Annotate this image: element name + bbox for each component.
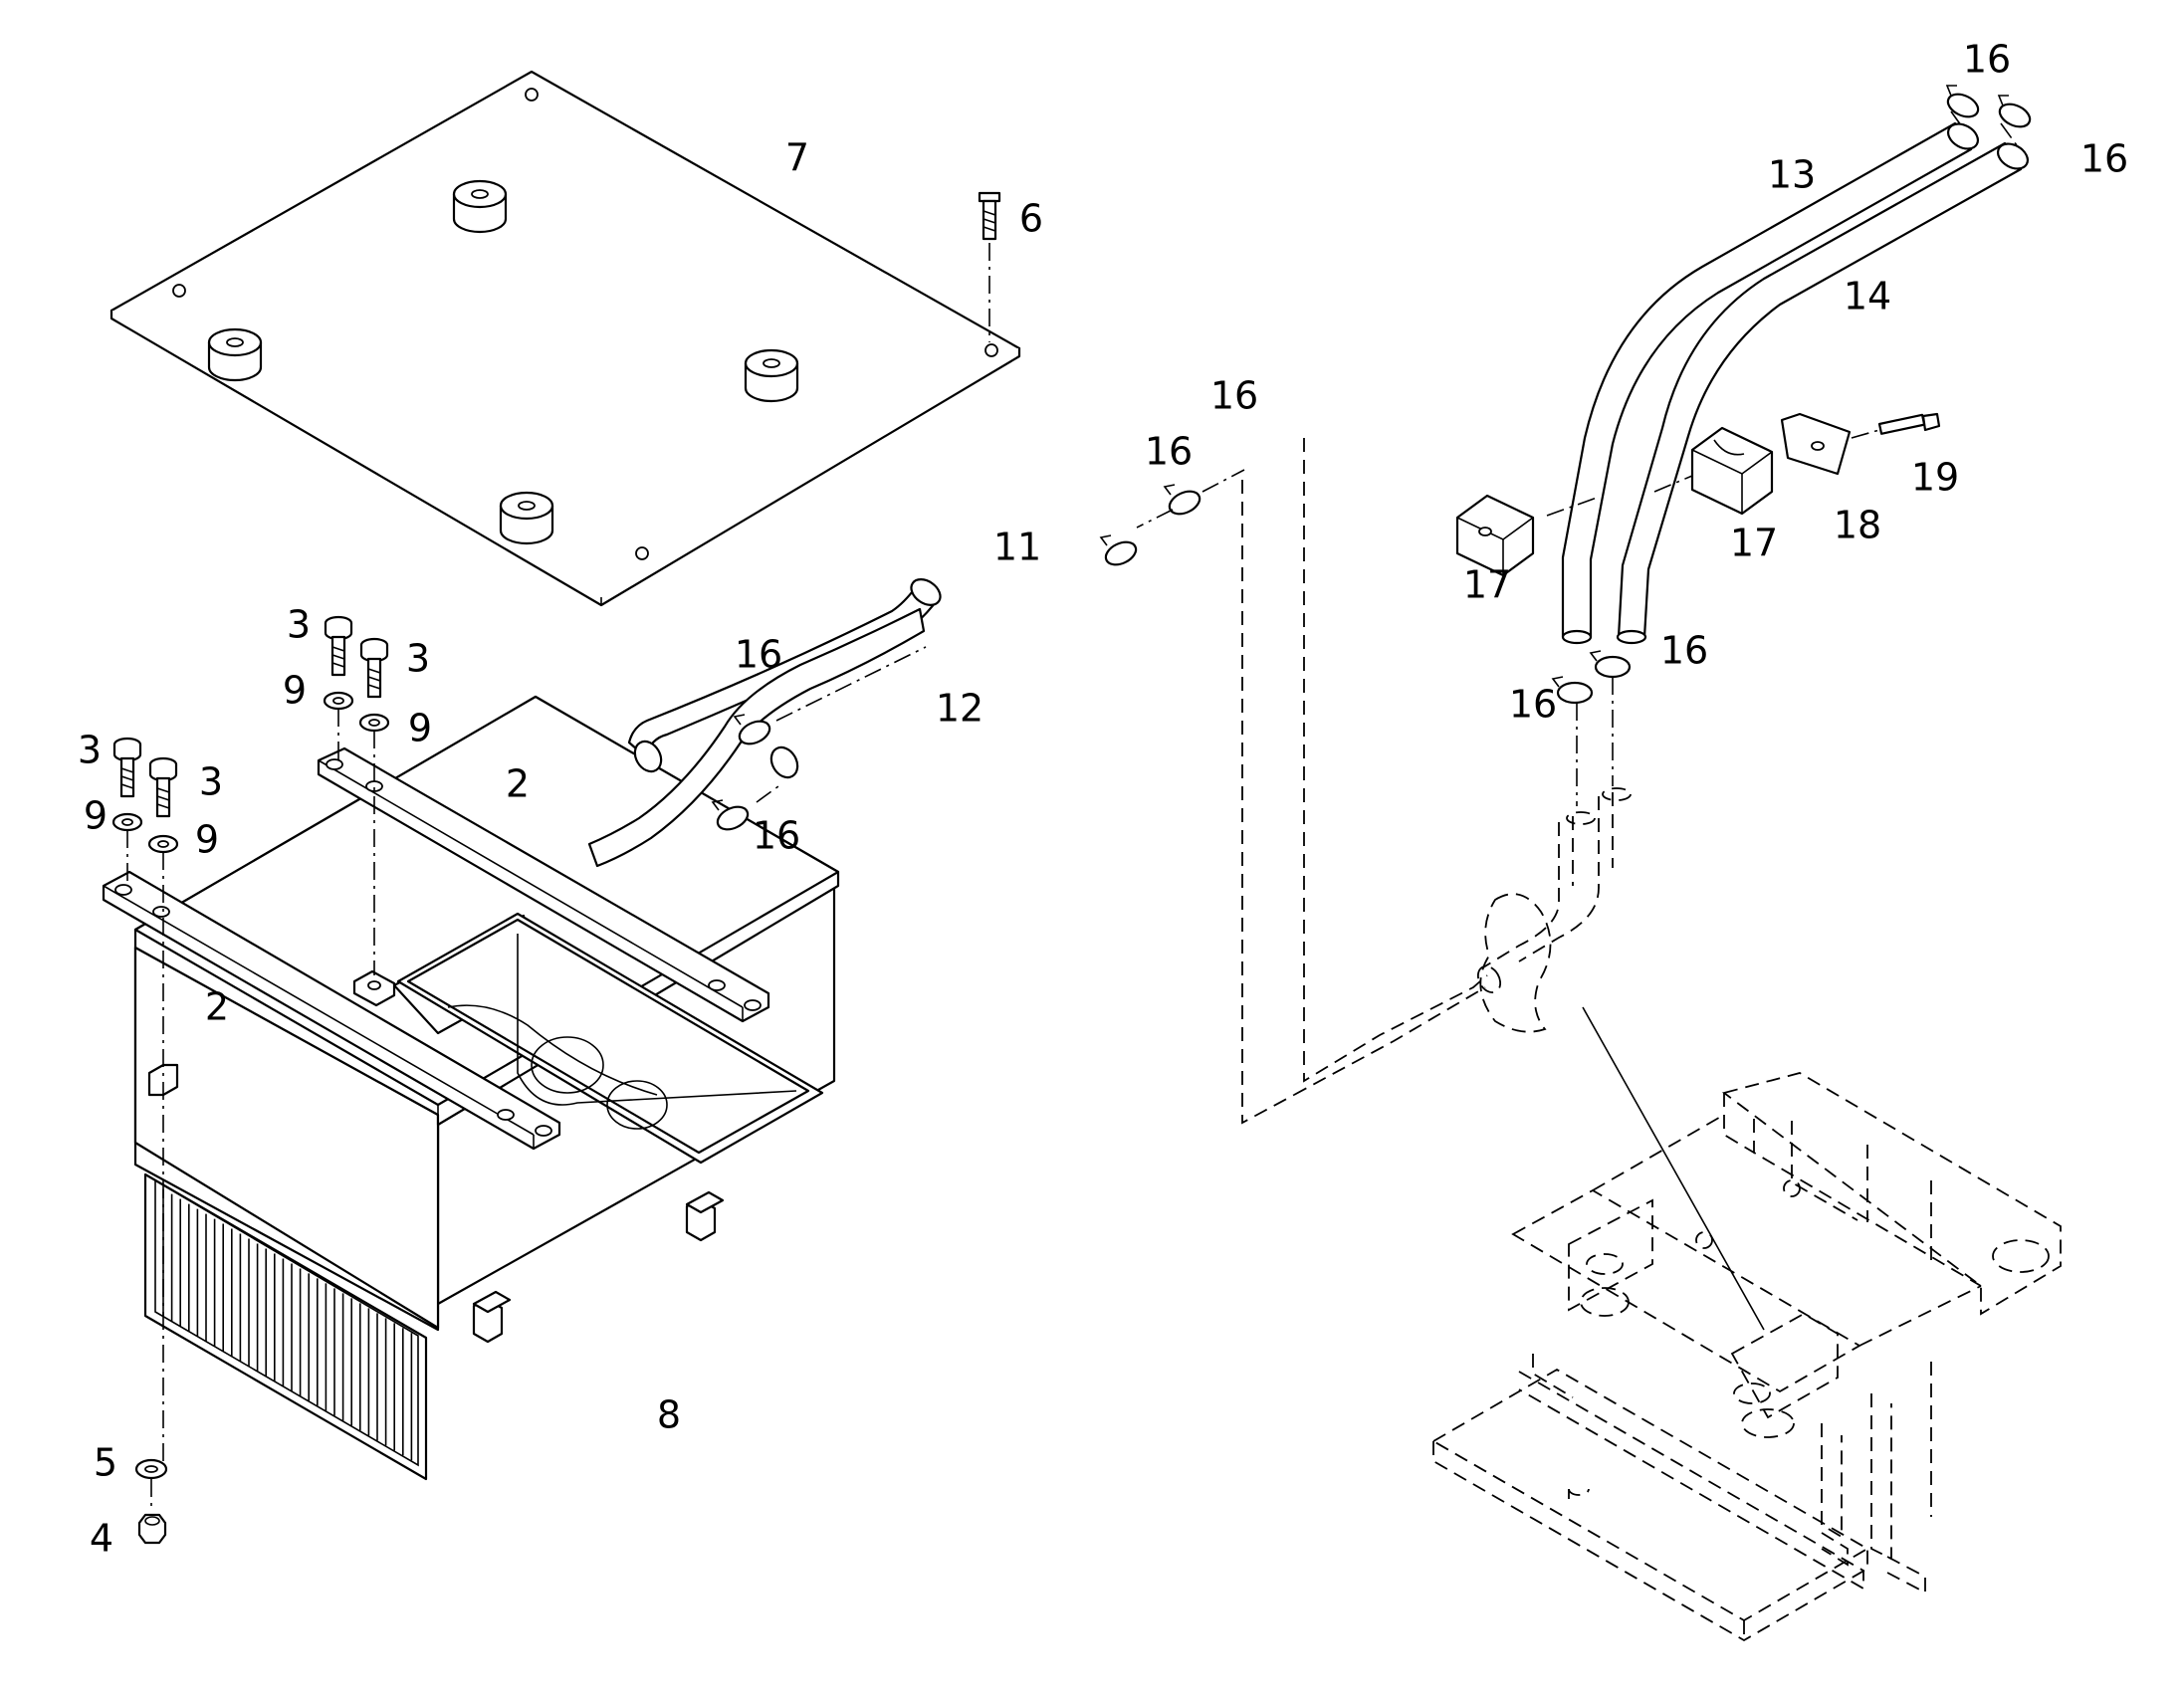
rubber-mount: [452, 179, 508, 234]
bracket-clamp-part-17: [1690, 426, 1774, 516]
callout-7: 7: [785, 136, 809, 180]
cover-plate-part-7: [109, 70, 1021, 607]
clamp-part-16: [1589, 650, 1632, 679]
pipe-part-14: [1616, 141, 2030, 645]
rubber-mount: [744, 348, 799, 403]
callout-16: 16: [735, 633, 782, 677]
clamp-part-16: [1945, 85, 1980, 118]
clip: [472, 1290, 512, 1314]
washer-part-5: [134, 1458, 168, 1480]
clamp-part-16: [1551, 676, 1594, 705]
callout-3: 3: [287, 603, 311, 647]
strap-part-2-upper: [317, 746, 770, 1023]
callout-4: 4: [90, 1517, 113, 1561]
callout-2: 2: [205, 985, 229, 1029]
callout-3: 3: [199, 760, 223, 804]
callout-16: 16: [1963, 38, 2011, 82]
pipe-part-13: [1561, 121, 1980, 645]
callout-5: 5: [94, 1441, 117, 1485]
bracket-clamp-part-17: [1455, 494, 1535, 577]
callout-11: 11: [993, 526, 1041, 569]
washer-part-9: [147, 834, 179, 854]
callout-16: 16: [1509, 683, 1557, 727]
callout-16: 16: [1660, 629, 1708, 673]
washer-part-9: [358, 713, 390, 733]
callout-16: 16: [1210, 374, 1258, 418]
callout-3: 3: [406, 637, 430, 681]
bolt-part-19: [1877, 412, 1941, 435]
bolt-part-3: [112, 737, 142, 798]
hose-part-12: [587, 607, 926, 868]
callout-19: 19: [1911, 456, 1959, 500]
rubber-mount: [499, 491, 554, 545]
rubber-mount: [207, 327, 263, 382]
callout-6: 6: [1019, 197, 1043, 241]
clamp-part-16: [733, 714, 771, 745]
filter-grille: [162, 1188, 413, 1461]
callout-16: 16: [2080, 137, 2128, 181]
callout-8: 8: [657, 1393, 681, 1437]
washer-part-9: [111, 812, 143, 832]
phantom-frame: [1431, 1072, 2062, 1642]
bolt-part-6: [978, 191, 1001, 342]
callout-2: 2: [506, 762, 530, 806]
clamp-part-16: [1997, 95, 2032, 128]
callout-17: 17: [1463, 563, 1511, 607]
callout-12: 12: [936, 687, 983, 731]
callout-18: 18: [1834, 504, 1881, 547]
callout-9: 9: [195, 818, 219, 862]
callout-14: 14: [1844, 275, 1891, 319]
callout-16: 16: [753, 814, 800, 858]
callout-17: 17: [1730, 522, 1778, 565]
clamp-part-16: [711, 799, 750, 831]
bolt-part-3: [324, 615, 353, 677]
plate-part-18: [1780, 412, 1852, 476]
bolt-part-3: [148, 756, 178, 818]
callout-9: 9: [283, 669, 307, 713]
clamp-part-16: [1099, 534, 1138, 566]
clip: [685, 1190, 725, 1214]
strap-part-2-lower: [102, 870, 561, 1151]
callout-13: 13: [1768, 153, 1816, 197]
callout-9: 9: [408, 707, 432, 750]
hose-part-11: [627, 578, 942, 773]
callout-16: 16: [1145, 430, 1193, 474]
nut-part-4: [137, 1513, 167, 1545]
callout-3: 3: [78, 729, 102, 772]
phantom-hose-route: [1241, 438, 1632, 1125]
washer-part-9: [323, 691, 354, 711]
bolt-part-3: [359, 637, 389, 699]
callout-9: 9: [84, 794, 108, 838]
clamp-part-16: [1163, 484, 1201, 516]
